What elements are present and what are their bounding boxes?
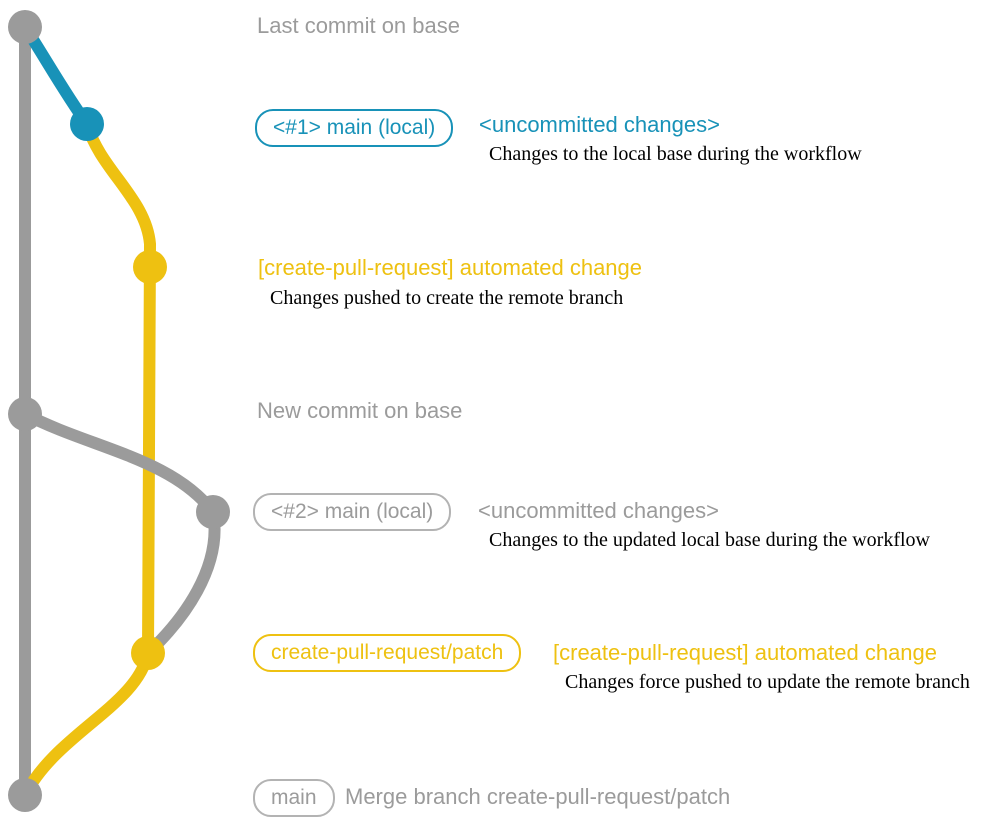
branch-badge-main: main <box>253 779 335 817</box>
caption-automated-change-2: Changes force pushed to update the remot… <box>565 671 970 693</box>
label-automated-change-2: [create-pull-request] automated change <box>553 640 938 665</box>
commit-dot-new-base <box>8 397 42 431</box>
commit-dot-automated-change-1 <box>133 250 167 284</box>
edge-local-main-2-to-patch <box>142 506 221 659</box>
label-uncommitted-changes-1: <uncommitted changes> <box>479 112 720 137</box>
branch-badge-main-local-1: <#1> main (local) <box>255 109 454 147</box>
commit-dot-merge <box>8 778 42 812</box>
commit-dot-last-base <box>8 10 42 44</box>
edge-base-to-local-main-2 <box>19 408 219 518</box>
branch-badge-main-local-2: <#2> main (local) <box>253 493 452 531</box>
commit-dot-automated-change-2 <box>131 636 165 670</box>
caption-uncommitted-changes-1: Changes to the local base during the wor… <box>489 143 862 165</box>
label-last-commit-on-base: Last commit on base <box>257 13 460 38</box>
edge-patch-to-merge <box>19 647 154 801</box>
branch-badge-create-pull-request-patch: create-pull-request/patch <box>253 634 522 672</box>
label-merge-branch: Merge branch create-pull-request/patch <box>345 784 731 809</box>
commit-dot-local-main-1 <box>70 107 104 141</box>
commit-dot-local-main-2 <box>196 495 230 529</box>
caption-uncommitted-changes-2: Changes to the updated local base during… <box>489 529 930 551</box>
label-automated-change-1: [create-pull-request] automated change <box>258 255 643 280</box>
caption-automated-change-1: Changes pushed to create the remote bran… <box>270 287 624 309</box>
label-new-commit-on-base: New commit on base <box>257 398 463 423</box>
label-uncommitted-changes-2: <uncommitted changes> <box>478 498 719 523</box>
edge-create-pull-request-branch <box>81 118 157 659</box>
edge-base-to-local-main-1 <box>19 21 93 130</box>
